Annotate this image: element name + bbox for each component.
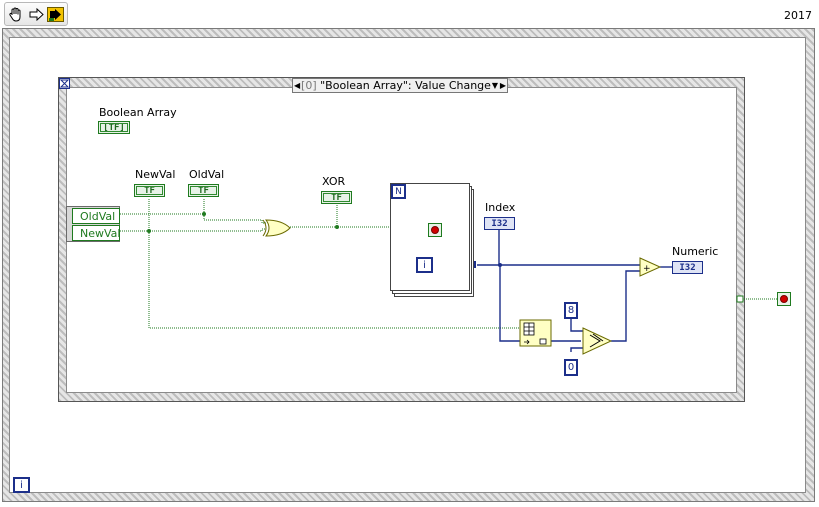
execution-toolbar bbox=[4, 2, 68, 26]
step-arrow-icon[interactable] bbox=[27, 5, 45, 23]
constant-eight[interactable]: 8 bbox=[564, 302, 578, 319]
while-iteration-label: i bbox=[20, 479, 23, 491]
xor-indicator-terminal[interactable]: TF bbox=[321, 191, 352, 204]
wire-newval bbox=[120, 228, 266, 232]
numeric-label: Numeric bbox=[672, 245, 719, 258]
index-label: Index bbox=[485, 201, 516, 214]
chevron-down-icon[interactable]: ▼ bbox=[491, 81, 499, 90]
stop-icon bbox=[780, 295, 788, 303]
stop-icon bbox=[431, 226, 439, 234]
xor-label: XOR bbox=[322, 175, 346, 188]
newval-label: NewVal bbox=[135, 168, 176, 181]
run-arrow-icon[interactable] bbox=[46, 5, 64, 23]
iteration-label: i bbox=[423, 259, 426, 271]
boolean-array-label: Boolean Array bbox=[99, 106, 177, 119]
svg-text:+: + bbox=[643, 264, 651, 274]
wire-eight-to-clamp bbox=[570, 318, 583, 332]
hand-tool-icon[interactable] bbox=[7, 5, 25, 23]
for-loop-frame bbox=[390, 183, 470, 291]
boolean-array-terminal[interactable]: [TF] bbox=[98, 121, 130, 134]
add-node[interactable]: + bbox=[639, 257, 662, 277]
constant-zero[interactable]: 0 bbox=[564, 359, 578, 376]
oldval-indicator-terminal[interactable]: TF bbox=[188, 184, 219, 197]
chevron-right-icon[interactable]: ▶ bbox=[499, 81, 507, 90]
version-label: 2017 bbox=[784, 9, 812, 22]
loop-count-label: N bbox=[395, 186, 402, 197]
index-indicator-terminal[interactable]: I32 bbox=[484, 217, 515, 230]
for-loop[interactable]: N bbox=[390, 183, 474, 298]
wire-clamp-to-add bbox=[611, 270, 640, 342]
iteration-terminal[interactable]: i bbox=[416, 257, 433, 273]
wire-oldval bbox=[120, 213, 266, 224]
event-data-item-oldval[interactable]: OldVal bbox=[72, 208, 120, 224]
loop-count-terminal[interactable]: N bbox=[391, 184, 406, 199]
search-array-node[interactable] bbox=[519, 319, 552, 347]
while-loop-stop-terminal[interactable] bbox=[777, 292, 791, 306]
event-case-selector[interactable]: ◀ [0] "Boolean Array": Value Change ▼ ▶ bbox=[292, 78, 508, 93]
xor-gate[interactable] bbox=[262, 219, 291, 237]
newval-indicator-terminal[interactable]: TF bbox=[134, 184, 165, 197]
event-tunnel-stop bbox=[736, 295, 744, 303]
numeric-indicator-terminal[interactable]: I32 bbox=[672, 261, 703, 274]
in-range-coerce-node[interactable] bbox=[582, 327, 613, 355]
wire-zero-to-clamp bbox=[570, 347, 583, 352]
oldval-label: OldVal bbox=[189, 168, 225, 181]
event-data-node[interactable]: OldVal NewVal bbox=[66, 206, 120, 242]
event-case-label: [0] "Boolean Array": Value Change bbox=[301, 79, 491, 92]
hourglass-icon bbox=[59, 78, 70, 89]
wire-index-to-search bbox=[499, 265, 520, 342]
conditional-stop-terminal[interactable] bbox=[428, 223, 442, 237]
event-data-item-newval[interactable]: NewVal bbox=[72, 225, 120, 241]
while-iteration-terminal[interactable]: i bbox=[13, 477, 30, 493]
wire-newval-to-search bbox=[148, 199, 520, 329]
chevron-left-icon[interactable]: ◀ bbox=[293, 81, 301, 90]
